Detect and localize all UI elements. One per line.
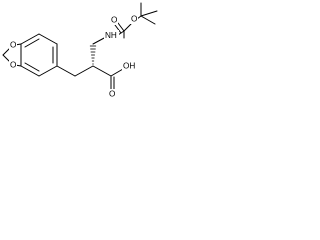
bond-tbu-me-3: [140, 10, 158, 17]
bond-stereocentre-cooh: [92, 65, 112, 77]
bond-ch2-nh: [92, 36, 107, 45]
atom-o-dioxole-top: O: [10, 41, 16, 50]
bond-boc-carbonyl: [117, 22, 125, 32]
hashed-wedge-bond: [89, 45, 97, 65]
side-chain: [56, 2, 158, 90]
bond-acid-c-oh: [110, 68, 124, 77]
bond-benzene-inner-a: [24, 38, 40, 48]
bond-benzene-inner-c: [24, 62, 40, 72]
bond-carbamate-c-o-ether: [123, 23, 132, 32]
atom-o-carbamate-ether: O: [131, 15, 137, 24]
atom-o-acid-carbonyl: O: [109, 90, 115, 99]
atom-oh-acid: OH: [123, 62, 135, 71]
bond-benzene-6: [20, 65, 40, 77]
benzodioxole-group: [2, 33, 58, 77]
bond-benzene-3: [38, 33, 58, 45]
atom-labels: O O NH O O O OH: [9, 14, 138, 99]
bond-ch2-stereocentre: [74, 65, 94, 77]
atom-o-dioxole-bottom: O: [10, 61, 16, 70]
atom-nh: NH: [105, 31, 117, 40]
bond-boc-carbonyl-double: [114, 24, 122, 34]
bond-tbu-me-2: [140, 15, 156, 25]
atom-o-boc-carbonyl: O: [111, 16, 117, 25]
bond-benzene-2: [20, 33, 40, 45]
bond-ring-ch2: [56, 65, 76, 77]
structural-formula: O O NH O O O OH: [2, 2, 158, 99]
bond-benzene-5: [38, 65, 58, 77]
